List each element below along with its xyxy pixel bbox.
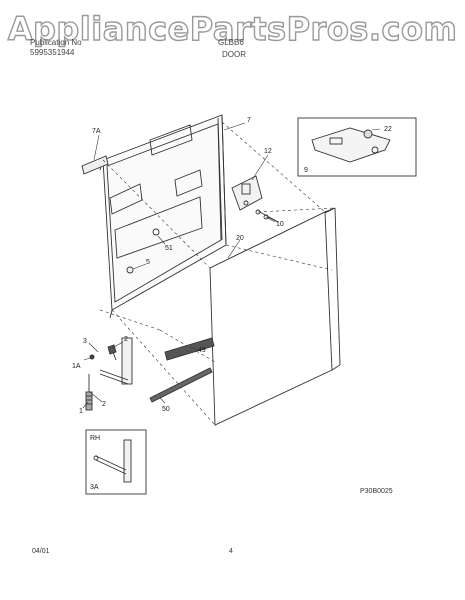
section-title: DOOR (222, 50, 246, 59)
callout-7a: 7A (92, 128, 101, 135)
callout-12: 12 (264, 148, 272, 155)
footer-page-number: 4 (229, 548, 233, 555)
hinge-assembly (89, 337, 133, 385)
figure-code: P30B0025 (360, 488, 393, 495)
part-50-seal (149, 367, 213, 403)
inner-door-panel (99, 114, 227, 319)
callout-10: 10 (276, 221, 284, 228)
leader-lines (82, 122, 381, 409)
outer-door-panel (209, 207, 341, 426)
callout-2-lower: 2 (102, 401, 106, 408)
callout-3: 3 (83, 338, 87, 345)
part-7a-strip (81, 155, 109, 175)
publication-number: 5995351944 (30, 48, 75, 57)
hinge-spring (85, 374, 93, 411)
model-number: GLBB6 (218, 38, 244, 47)
callout-9: 9 (304, 167, 308, 174)
callout-20: 20 (236, 235, 244, 242)
callout-2-upper: 2 (124, 336, 128, 343)
callout-5: 5 (146, 259, 150, 266)
callout-50: 50 (162, 406, 170, 413)
callout-rh: RH (90, 435, 100, 442)
dispenser-assembly (231, 175, 263, 211)
callout-49: 49 (198, 347, 206, 354)
part-49-strip (164, 337, 215, 361)
publication-label: Publication No (30, 38, 82, 47)
callout-1: 1 (79, 408, 83, 415)
rh-hinge-inset (85, 429, 147, 495)
callout-22: 22 (384, 126, 392, 133)
footer-date: 04/01 (32, 548, 50, 555)
inset-dispenser-box (297, 117, 417, 177)
callout-51: 51 (165, 245, 173, 252)
callout-labels: 7A 7 12 22 9 10 20 51 5 2 3 1A 49 2 1 50… (72, 117, 392, 491)
watermark: AppliancePartsPros.com (7, 9, 458, 48)
callout-1a: 1A (72, 363, 81, 370)
callout-3a: 3A (90, 484, 99, 491)
callout-7: 7 (247, 117, 251, 124)
